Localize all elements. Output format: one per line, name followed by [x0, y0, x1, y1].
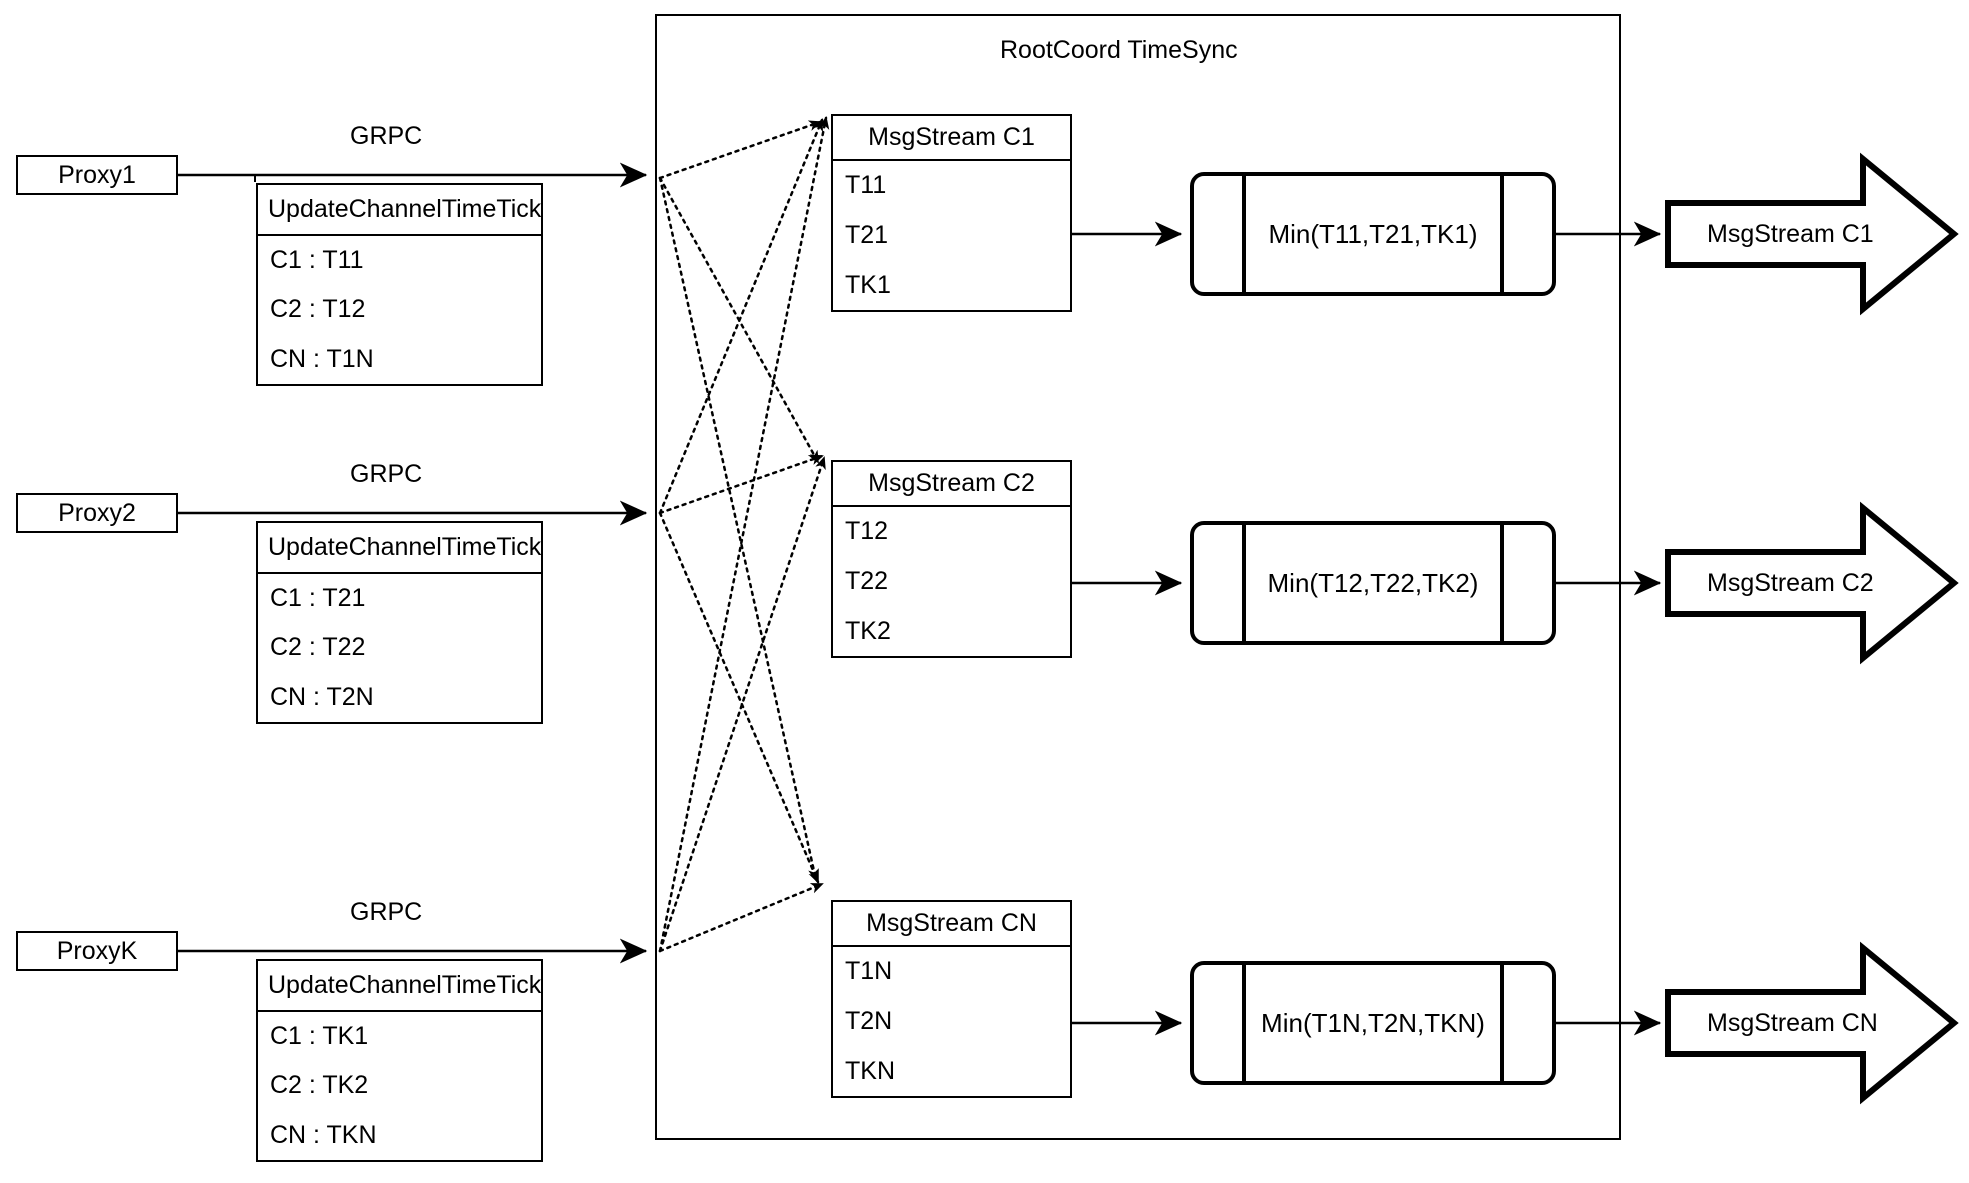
msgstream-table-2: MsgStream C2 T12 T22 TK2 — [831, 460, 1072, 658]
table-row: C1 : TK1 — [258, 1012, 541, 1061]
table-cell: C1 : T11 — [270, 246, 364, 275]
process-divider-left — [1242, 172, 1246, 296]
output-block-arrow-2: MsgStream C2 — [1665, 501, 1959, 665]
msgstream-table-1: MsgStream C1 T11 T21 TK1 — [831, 114, 1072, 312]
table-header: MsgStream C1 — [833, 116, 1070, 161]
table-cell: C2 : T22 — [270, 633, 366, 662]
proxy-label: ProxyK — [56, 936, 138, 965]
table-body: C1 : T11 C2 : T12 CN : T1N — [258, 236, 541, 384]
table-header-label: UpdateChannelTimeTick — [268, 195, 542, 223]
proxy-label: Proxy2 — [58, 498, 136, 527]
process-label: Min(T11,T21,TK1) — [1268, 218, 1478, 249]
table-cell: TK2 — [845, 616, 891, 645]
table-cell: TKN — [845, 1056, 895, 1085]
grpc-label-1: GRPC — [350, 122, 423, 150]
table-cell: CN : TKN — [270, 1120, 377, 1149]
table-cell: TK1 — [845, 270, 891, 299]
table-header-label: MsgStream CN — [866, 909, 1037, 937]
process-label: Min(T12,T22,TK2) — [1267, 567, 1479, 598]
process-divider-right — [1500, 521, 1504, 645]
table-cell: T11 — [845, 171, 887, 200]
update-channel-timetick-table-2: UpdateChannelTimeTick C1 : T21 C2 : T22 … — [256, 521, 543, 724]
grpc-label-2: GRPC — [350, 460, 423, 488]
table-row: C1 : T11 — [258, 236, 541, 285]
min-process-box-1: Min(T11,T21,TK1) — [1190, 172, 1556, 296]
process-divider-left — [1242, 521, 1246, 645]
proxy-box-3[interactable]: ProxyK — [16, 931, 178, 971]
table-row: C2 : TK2 — [258, 1061, 541, 1110]
table-row: CN : T2N — [258, 673, 541, 722]
table-header: UpdateChannelTimeTick — [258, 961, 541, 1012]
rootcoord-timesync-container — [655, 14, 1621, 1140]
table-body: T12 T22 TK2 — [833, 507, 1070, 656]
table-cell: T21 — [845, 221, 889, 249]
table-row: CN : T1N — [258, 335, 541, 384]
table-header: MsgStream CN — [833, 902, 1070, 947]
table-row: TK1 — [833, 260, 1070, 310]
rootcoord-timesync-title: RootCoord TimeSync — [1000, 36, 1238, 64]
proxy-box-1[interactable]: Proxy1 — [16, 155, 178, 195]
process-divider-right — [1500, 172, 1504, 296]
grpc-label-3: GRPC — [350, 898, 423, 926]
table-cell: C2 : TK2 — [270, 1071, 369, 1100]
table-row: C2 : T12 — [258, 285, 541, 334]
table-body: C1 : T21 C2 : T22 CN : T2N — [258, 574, 541, 722]
table-body: C1 : TK1 C2 : TK2 CN : TKN — [258, 1012, 541, 1160]
table-cell: T1N — [845, 957, 893, 986]
table-row: T2N — [833, 997, 1070, 1047]
table-row: T21 — [833, 211, 1070, 261]
min-process-box-3: Min(T1N,T2N,TKN) — [1190, 961, 1556, 1085]
table-cell: T12 — [845, 517, 889, 546]
table-cell: CN : T2N — [270, 682, 374, 711]
table-cell: C1 : T21 — [270, 584, 366, 613]
table-row: T1N — [833, 947, 1070, 997]
output-block-arrow-1: MsgStream C1 — [1665, 152, 1959, 316]
proxy-box-2[interactable]: Proxy2 — [16, 493, 178, 533]
process-label: Min(T1N,T2N,TKN) — [1261, 1007, 1485, 1038]
table-header-label: MsgStream C1 — [868, 123, 1035, 151]
table-row: TKN — [833, 1046, 1070, 1096]
table-cell: C1 : TK1 — [270, 1022, 369, 1051]
msgstream-table-3: MsgStream CN T1N T2N TKN — [831, 900, 1072, 1098]
table-header: UpdateChannelTimeTick — [258, 185, 541, 236]
table-header: UpdateChannelTimeTick — [258, 523, 541, 574]
table-cell: T22 — [845, 567, 889, 595]
proxy-label: Proxy1 — [58, 160, 136, 189]
output-block-arrow-3: MsgStream CN — [1665, 941, 1959, 1105]
update-channel-timetick-table-3: UpdateChannelTimeTick C1 : TK1 C2 : TK2 … — [256, 959, 543, 1162]
table-header-label: UpdateChannelTimeTick — [268, 533, 542, 561]
table-cell: CN : T1N — [270, 344, 374, 373]
table-cell: C2 : T12 — [270, 295, 366, 324]
process-divider-right — [1500, 961, 1504, 1085]
table-row: TK2 — [833, 606, 1070, 656]
table-row: CN : TKN — [258, 1111, 541, 1160]
table-body: T1N T2N TKN — [833, 947, 1070, 1096]
min-process-box-2: Min(T12,T22,TK2) — [1190, 521, 1556, 645]
process-divider-left — [1242, 961, 1246, 1085]
table-header: MsgStream C2 — [833, 462, 1070, 507]
table-row: T22 — [833, 557, 1070, 607]
table-row: C1 : T21 — [258, 574, 541, 623]
output-label: MsgStream C1 — [1707, 219, 1874, 248]
table-row: T11 — [833, 161, 1070, 211]
output-label: MsgStream C2 — [1707, 568, 1874, 597]
table-row: T12 — [833, 507, 1070, 557]
table-cell: T2N — [845, 1007, 893, 1035]
table-row: C2 : T22 — [258, 623, 541, 672]
table-body: T11 T21 TK1 — [833, 161, 1070, 310]
output-label: MsgStream CN — [1707, 1008, 1878, 1037]
table-header-label: UpdateChannelTimeTick — [268, 971, 542, 999]
table-header-label: MsgStream C2 — [868, 469, 1035, 497]
update-channel-timetick-table-1: UpdateChannelTimeTick C1 : T11 C2 : T12 … — [256, 183, 543, 386]
